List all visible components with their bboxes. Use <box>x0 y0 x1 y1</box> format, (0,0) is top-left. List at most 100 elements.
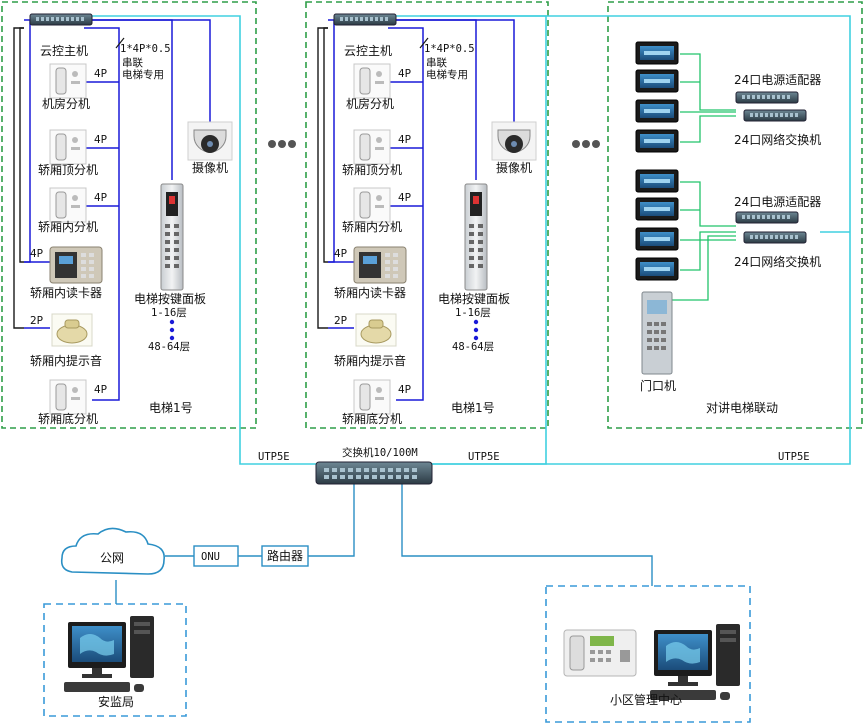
prompt-tone-icon <box>355 313 397 347</box>
indoor-monitor-icon <box>635 257 679 281</box>
panel-floors-label: 48-64层 <box>452 341 494 353</box>
card-reader-icon <box>49 246 103 284</box>
linkage-title: 对讲电梯联动 <box>706 400 778 415</box>
core-switch-label: 交换机10/100M <box>342 446 418 459</box>
prompt-tone-icon <box>51 313 93 347</box>
cloud-host-label: 云控主机 <box>40 44 88 58</box>
cloud-host-icon <box>333 13 397 26</box>
elevator-name-label: 电梯1号 <box>149 401 193 415</box>
power-adapter-label: 24口电源适配器 <box>734 195 821 209</box>
network-switch-label: 24口网络交换机 <box>734 132 821 147</box>
intercom-handset-icon <box>49 187 87 223</box>
panel-floors-label: 1-16层 <box>455 307 491 319</box>
ellipsis-dots-icon <box>572 140 600 148</box>
power-adapter-icon <box>735 91 799 104</box>
cable-spec-label: 1*4P*0.5 <box>424 43 475 55</box>
safety-bureau-region <box>43 603 187 717</box>
indoor-monitor-icon <box>635 197 679 221</box>
wire-4p-label: 4P <box>334 248 347 260</box>
car-top-label: 轿厢顶分机 <box>38 162 98 177</box>
cloud-host-icon <box>29 13 93 26</box>
card-reader-label: 轿厢内读卡器 <box>334 285 406 300</box>
wire-4p-label: 4P <box>398 68 411 80</box>
network-switch-icon <box>743 109 807 122</box>
elevator-left-group: 云控主机 1*4P*0.5 串联 电梯专用 4P 机房分机 4P 轿厢顶分机 4… <box>13 13 233 426</box>
safety-bureau-label: 安监局 <box>98 694 134 709</box>
panel-floors-label: 1-16层 <box>151 307 187 319</box>
network-cables <box>92 15 851 465</box>
router-box <box>261 545 309 567</box>
network-switch-label: 24口网络交换机 <box>734 254 821 269</box>
cable-elevator-label: 电梯专用 <box>122 68 164 81</box>
mgmt-center-region <box>545 585 751 723</box>
desktop-computer-icon <box>64 616 154 692</box>
desktop-computer-icon <box>650 624 740 700</box>
prompt-tone-label: 轿厢内提示音 <box>30 353 102 368</box>
core-switch-icon <box>315 461 433 485</box>
elevator-mid-region <box>305 1 549 429</box>
elevator-mid-group: 云控主机 1*4P*0.5 串联 电梯专用 4P 机房分机 4P 轿厢顶分机 4… <box>317 13 537 426</box>
cable-spec-label: 1*4P*0.5 <box>120 43 171 55</box>
wire-4p-label: 4P <box>30 248 43 260</box>
linkage-group: 24口电源适配器 24口网络交换机 24口电源适配器 24口网络交换机 门口机 … <box>635 41 821 415</box>
mgmt-center-label: 小区管理中心 <box>610 692 682 707</box>
door-unit-icon <box>641 291 673 375</box>
card-reader-label: 轿厢内读卡器 <box>30 285 102 300</box>
button-panel-icon <box>160 183 184 291</box>
car-bottom-label: 轿厢底分机 <box>342 411 402 426</box>
utp-mid-label: UTP5E <box>468 451 500 463</box>
intercom-handset-icon <box>49 129 87 165</box>
network-switch-icon <box>743 231 807 244</box>
indoor-monitor-icon <box>635 169 679 193</box>
panel-title-label: 电梯按键面板 <box>438 292 510 306</box>
intercom-handset-icon <box>353 379 391 415</box>
dome-camera-icon <box>491 121 537 161</box>
elevator-name-label: 电梯1号 <box>451 401 495 415</box>
wire-4p-label: 4P <box>94 68 107 80</box>
wire-4p-label: 4P <box>398 384 411 396</box>
machine-room-label: 机房分机 <box>346 96 394 111</box>
camera-label: 摄像机 <box>192 160 228 175</box>
uplink-cables <box>115 484 653 604</box>
indoor-monitor-icon <box>635 99 679 123</box>
indoor-monitor-icon <box>635 227 679 251</box>
wire-4p-label: 4P <box>94 134 107 146</box>
utp-left-label: UTP5E <box>258 451 290 463</box>
cloud-host-label: 云控主机 <box>344 44 392 58</box>
wire-4p-label: 4P <box>94 384 107 396</box>
card-reader-icon <box>353 246 407 284</box>
car-inside-label: 轿厢内分机 <box>38 219 98 234</box>
prompt-tone-label: 轿厢内提示音 <box>334 353 406 368</box>
indoor-monitor-icon <box>635 41 679 65</box>
ellipsis-dots-icon <box>268 140 296 148</box>
car-bottom-label: 轿厢底分机 <box>38 411 98 426</box>
indoor-monitor-icon <box>635 129 679 153</box>
power-adapter-icon <box>735 211 799 224</box>
power-adapter-label: 24口电源适配器 <box>734 73 821 87</box>
wire-2p-label: 2P <box>30 315 43 327</box>
intercom-handset-icon <box>353 187 391 223</box>
wire-2p-label: 2P <box>334 315 347 327</box>
door-unit-label: 门口机 <box>640 378 676 393</box>
machine-room-label: 机房分机 <box>42 96 90 111</box>
wire-4p-label: 4P <box>94 192 107 204</box>
intercom-handset-icon <box>353 129 391 165</box>
intercom-console-icon <box>563 629 637 677</box>
camera-label: 摄像机 <box>496 160 532 175</box>
wire-4p-label: 4P <box>398 134 411 146</box>
cloud-icon <box>60 527 165 575</box>
cable-series-label: 串联 <box>426 57 447 69</box>
internet-label: 公网 <box>100 551 124 565</box>
wire-4p-label: 4P <box>398 192 411 204</box>
intercom-handset-icon <box>49 379 87 415</box>
cable-series-label: 串联 <box>122 57 143 69</box>
utp-right-label: UTP5E <box>778 451 810 463</box>
onu-box <box>193 545 239 567</box>
panel-floors-label: 48-64层 <box>148 341 190 353</box>
cable-elevator-label: 电梯专用 <box>426 68 468 81</box>
car-top-label: 轿厢顶分机 <box>342 162 402 177</box>
button-panel-icon <box>464 183 488 291</box>
router-label: 路由器 <box>267 548 303 563</box>
indoor-monitor-icon <box>635 69 679 93</box>
onu-label: ONU <box>201 551 220 563</box>
